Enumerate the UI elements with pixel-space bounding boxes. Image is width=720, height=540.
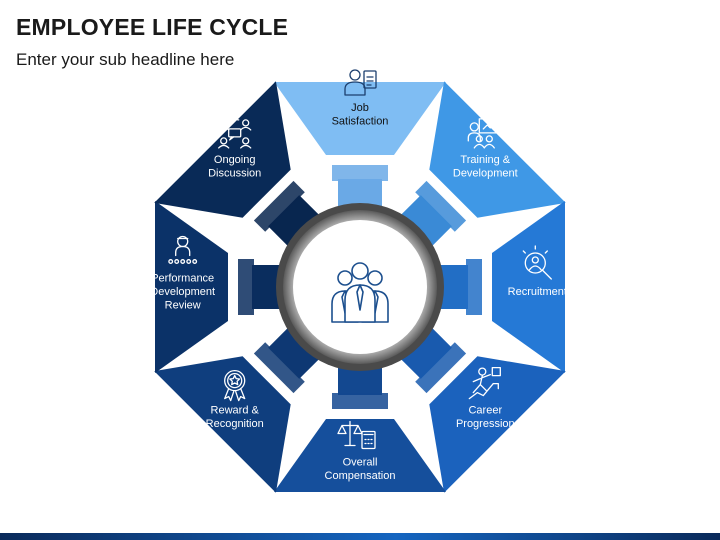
panel-recruitment[interactable] [492,201,565,373]
employee-clipboard-icon [344,69,377,96]
scales-calculator-icon [337,420,376,450]
neck-ongoing-discussion [253,180,305,232]
neck-career-progression [415,342,467,394]
connector-reward-recognition [268,320,327,379]
connector-ongoing-discussion [268,195,327,254]
neck-overall-compensation [332,393,388,409]
label-line: Career [468,405,502,417]
center-hub [276,203,444,371]
page-title: EMPLOYEE LIFE CYCLE [16,14,289,40]
segment-panels [154,81,566,493]
label-line: Satisfaction [332,116,389,128]
label-recruitment: Recruitment [508,286,567,298]
neck-performance-development-review [238,259,254,315]
connector-training-development [393,195,452,254]
group-chat-icon [218,119,252,149]
label-line: Job [351,102,369,114]
label-line: Development [453,167,518,179]
label-line: Performance [151,273,214,285]
label-line: Overall [343,457,378,469]
panel-job-satisfaction[interactable] [274,82,446,155]
label-line: Discussion [208,167,261,179]
label-line: Progression [456,418,515,430]
neck-recruitment [466,259,482,315]
label-line: Training & [460,154,510,166]
panel-ongoing-discussion[interactable] [154,81,291,218]
label-line: Review [165,300,201,312]
bottom-accent-bar [0,533,720,540]
label-reward-recognition: Reward &Recognition [206,405,264,431]
panel-career-progression[interactable] [429,356,566,493]
segment-icons [168,69,552,450]
presentation-icon [467,118,500,149]
label-line: Recognition [206,418,264,430]
page-subtitle: Enter your sub headline here [16,50,235,69]
label-training-development: Training &Development [453,154,518,180]
reviewer-icon [168,235,198,264]
label-line: Reward & [211,405,260,417]
panel-training-development[interactable] [429,81,566,218]
label-line: Ongoing [214,154,256,166]
panel-performance-development-review[interactable] [155,201,228,373]
climbing-person-icon [468,366,501,400]
team-icon [331,262,389,323]
label-line: Compensation [325,470,396,482]
panel-overall-compensation[interactable] [274,419,446,492]
connector-career-progression [393,320,452,379]
search-person-icon [522,245,552,280]
medal-icon [224,369,246,402]
neck-reward-recognition [253,342,305,394]
neck-job-satisfaction [332,165,388,181]
label-line: Recruitment [508,286,567,298]
panel-reward-recognition[interactable] [154,356,291,493]
label-line: Development [150,286,215,298]
neck-training-development [415,180,467,232]
